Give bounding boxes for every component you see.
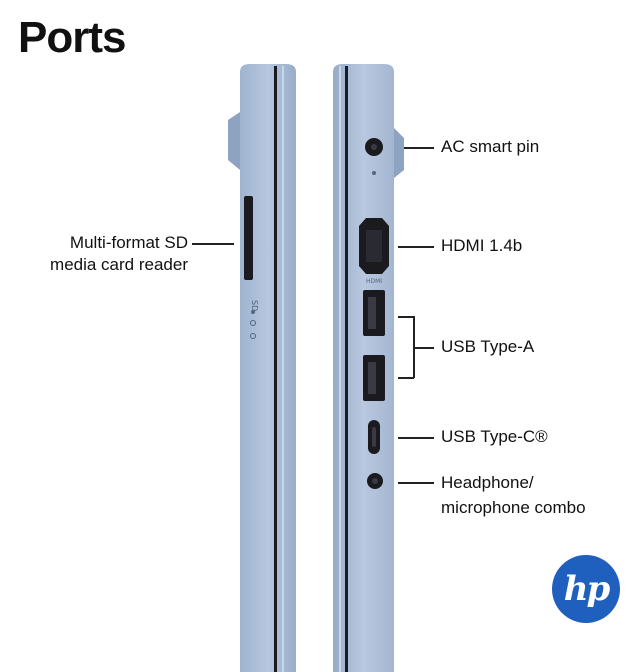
ac-pin-leader (404, 147, 434, 149)
sd-reader-label: Multi-format SD media card reader (50, 233, 188, 274)
hdmi-label: HDMI 1.4b (441, 236, 523, 255)
laptop-left-side: SD (228, 64, 296, 672)
usb-a-bracket-bottom (398, 377, 414, 379)
usb-c-leader (398, 437, 434, 439)
hdmi-leader (398, 246, 434, 248)
hp-logo: hp (552, 555, 620, 623)
hp-logo-text: hp (563, 569, 610, 609)
usb-a-leader (413, 347, 434, 349)
laptop-right-side: HDMI (333, 64, 404, 672)
hdmi-engraving: HDMI (366, 278, 382, 285)
headphone-leader (398, 482, 434, 484)
usb-c-label: USB Type-C® (441, 427, 548, 446)
ac-smart-pin-label: AC smart pin (441, 137, 540, 156)
sd-reader-leader (192, 243, 234, 245)
headphone-label: Headphone/ microphone combo (441, 473, 586, 517)
usb-a-bracket-top (398, 316, 414, 318)
sd-card-slot (244, 196, 253, 280)
page-title: Ports (18, 13, 126, 62)
usb-a-label: USB Type-A (441, 337, 535, 356)
sd-engraving: SD (250, 300, 259, 311)
